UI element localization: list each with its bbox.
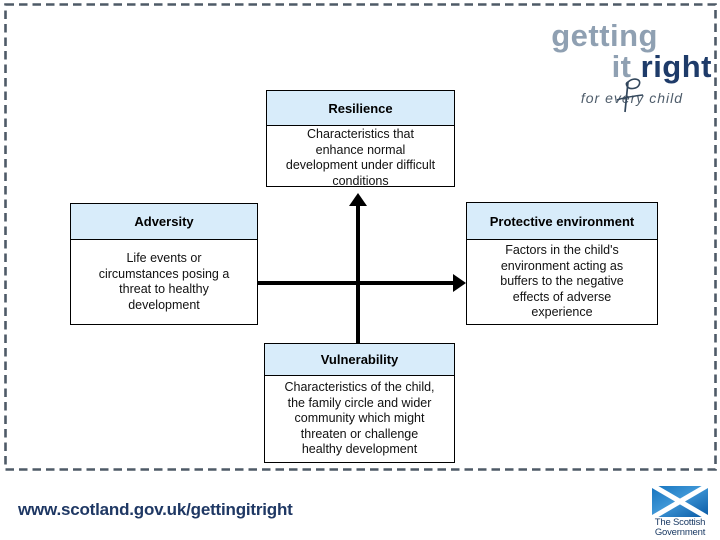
horizontal-axis-line — [258, 281, 455, 285]
protective-environment-description: Factors in the child's environment actin… — [500, 243, 624, 320]
adversity-title: Adversity — [71, 204, 257, 240]
resilience-title: Resilience — [267, 91, 454, 126]
child-with-flag-icon — [616, 78, 644, 113]
girfec-logo-line-it-right: it right — [612, 49, 712, 85]
concept-box-adversity: Adversity Life events or circumstances p… — [70, 203, 258, 325]
scottish-government-logo-text: The Scottish Government — [654, 517, 706, 538]
scottish-saltire-flag-icon — [652, 486, 708, 517]
protective-environment-title: Protective environment — [467, 203, 657, 240]
up-arrowhead-icon — [349, 193, 367, 206]
resilience-description: Characteristics that enhance normal deve… — [285, 127, 436, 188]
girfec-logo-tagline: for every child — [580, 90, 683, 106]
girfec-logo-word-right: right — [640, 49, 712, 84]
concept-box-protective-environment: Protective environment Factors in the ch… — [466, 202, 658, 325]
concept-box-vulnerability: Vulnerability Characteristics of the chi… — [264, 343, 455, 463]
vulnerability-title: Vulnerability — [265, 344, 454, 376]
concept-box-resilience: Resilience Characteristics that enhance … — [266, 90, 455, 188]
girfec-logo-word-getting: getting — [551, 18, 658, 53]
vulnerability-description: Characteristics of the child, the family… — [284, 380, 435, 457]
footer-url: www.scotland.gov.uk/gettingitright — [18, 500, 293, 519]
scottish-government-logo: The Scottish Government — [641, 486, 719, 538]
girfec-logo-word-it: it — [611, 49, 641, 84]
vertical-axis-line — [356, 204, 360, 343]
adversity-description: Life events or circumstances posing a th… — [98, 251, 230, 312]
right-arrowhead-icon — [453, 274, 466, 292]
